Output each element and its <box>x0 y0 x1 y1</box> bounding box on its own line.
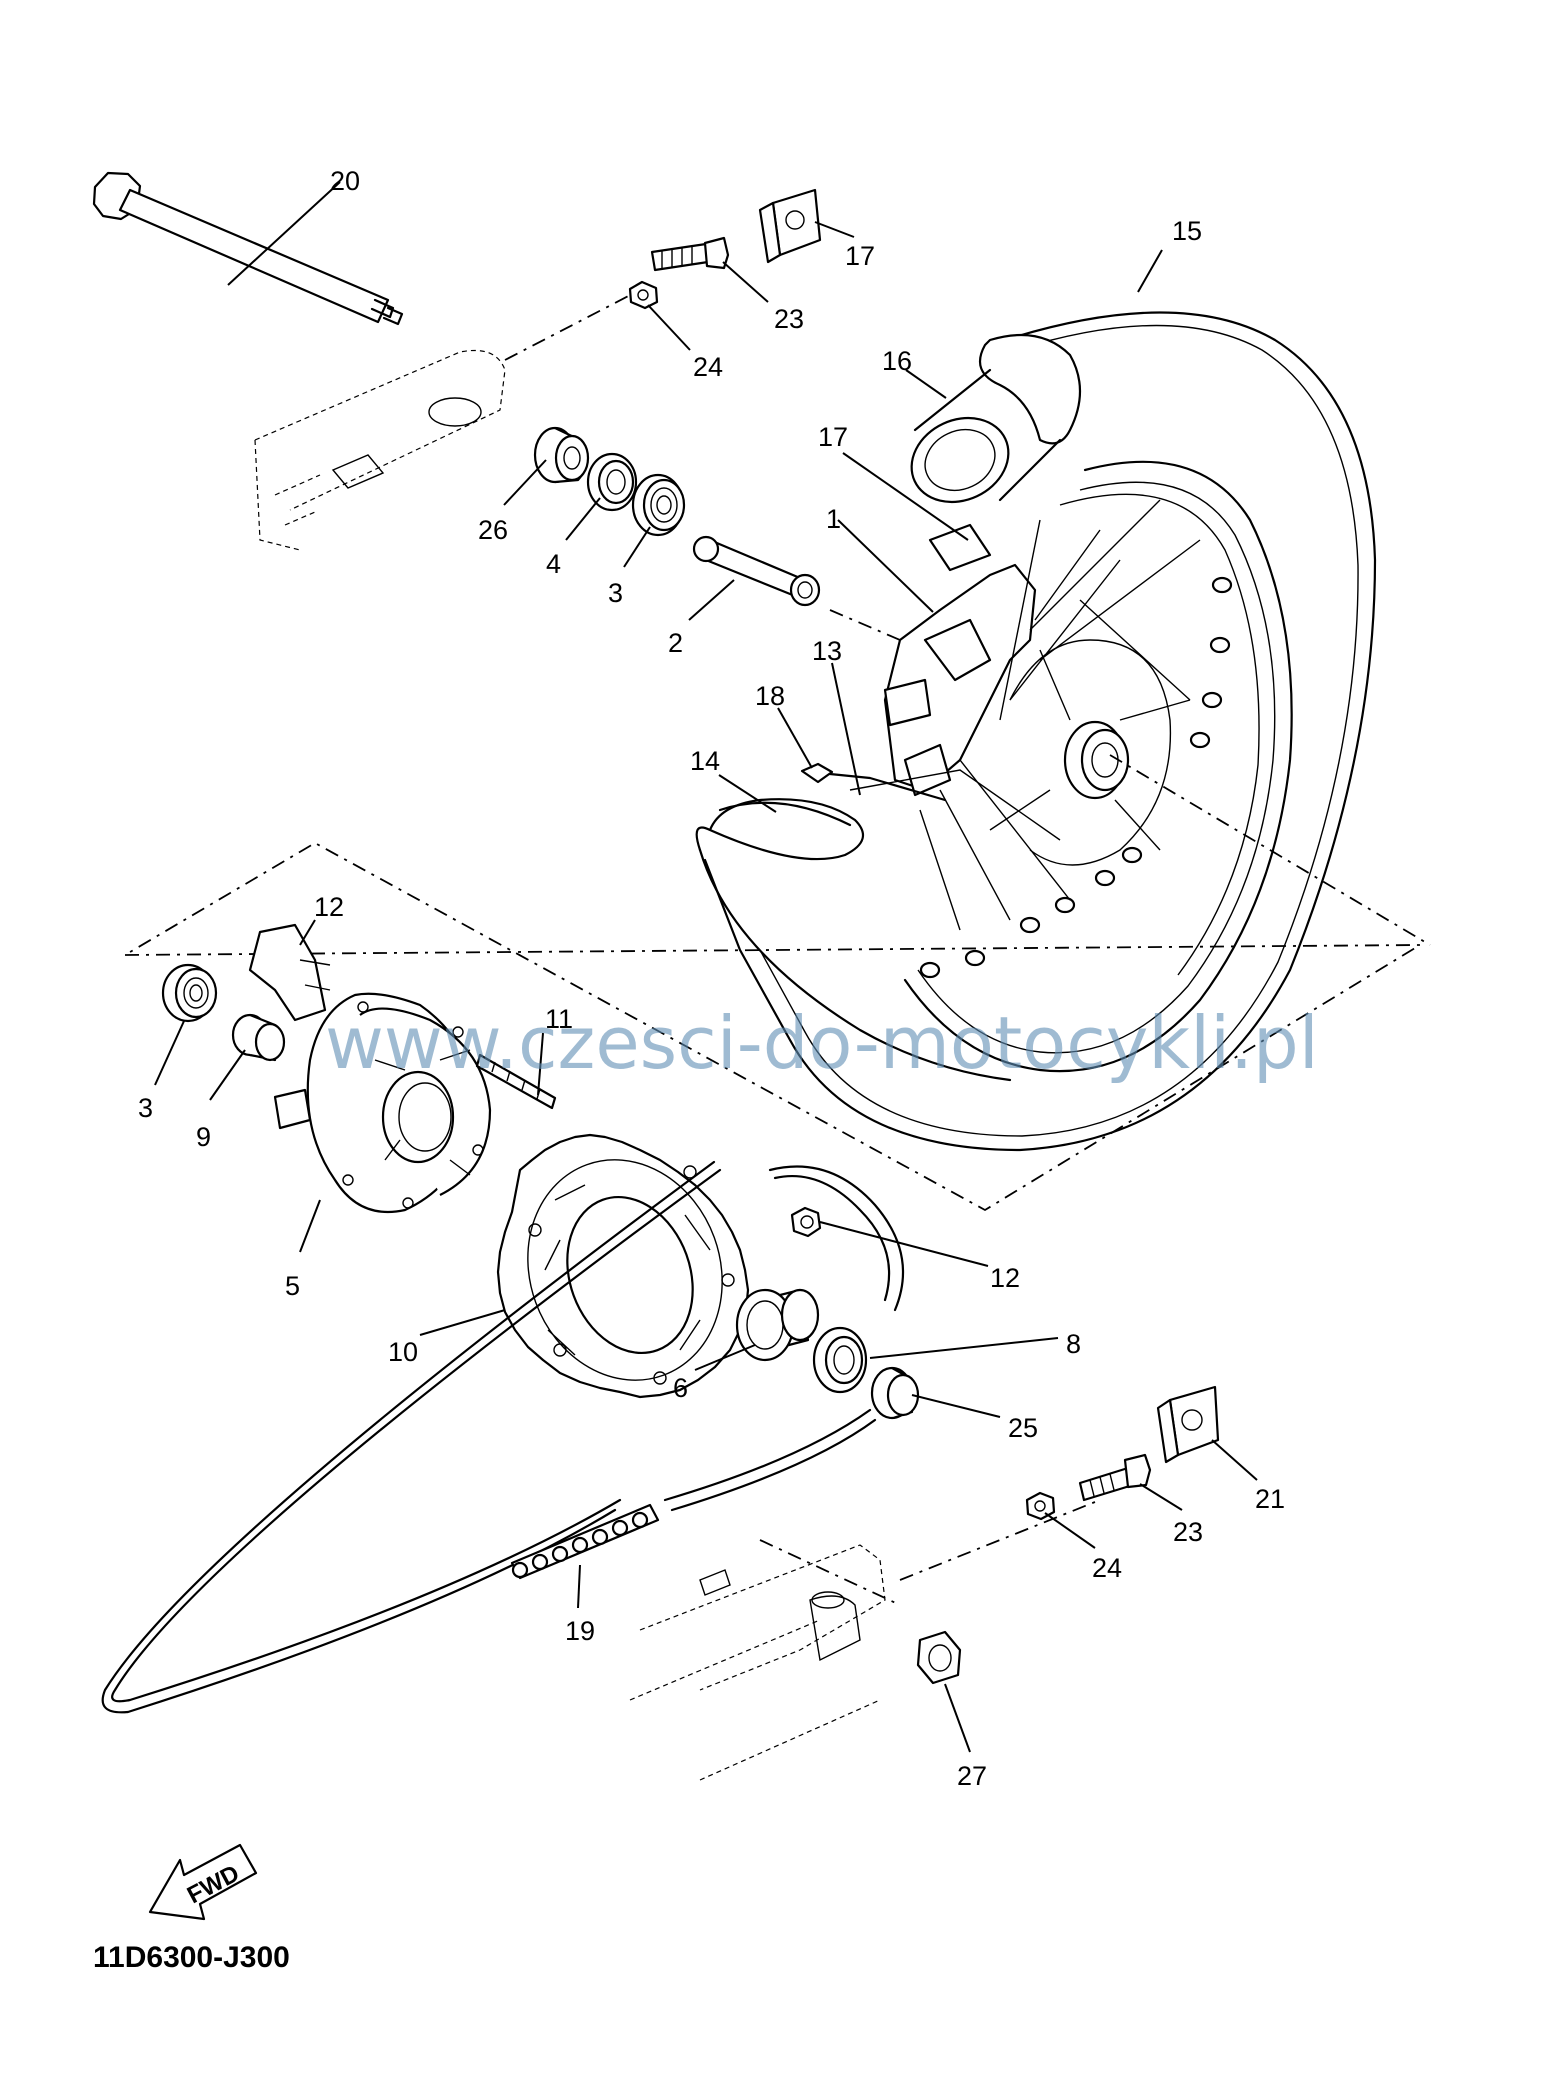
chain-adjuster-plate-left <box>1156 1385 1220 1464</box>
axis-line <box>899 1499 1101 1581</box>
rim-band <box>910 333 1082 504</box>
spokes <box>919 499 1201 931</box>
stud-bolt <box>475 1053 557 1110</box>
callout-10: 10 <box>388 1337 418 1367</box>
drive-chain <box>101 1160 905 1714</box>
callout-3-upper: 3 <box>608 578 623 608</box>
callout-14: 14 <box>690 746 720 776</box>
locknut-left <box>1025 1491 1056 1521</box>
collar <box>533 426 590 484</box>
bearing-lower <box>161 963 218 1023</box>
collar-sprocket-side <box>870 1366 920 1420</box>
sprocket-nut <box>790 1206 822 1238</box>
callout-9: 11 <box>545 1004 573 1034</box>
callout-2: 2 <box>668 628 683 658</box>
spoke-set <box>849 769 1061 841</box>
sprocket-hub <box>273 992 492 1214</box>
group-outline <box>121 841 1424 1212</box>
callout-8: 8 <box>1066 1329 1081 1359</box>
callout-4: 4 <box>546 549 561 579</box>
chain-joint <box>510 1503 660 1580</box>
callout-3-lower: 3 <box>138 1093 153 1123</box>
callout-12: 12 <box>314 892 344 922</box>
tire-flap <box>928 523 992 572</box>
adjusting-bolt-left <box>1078 1453 1152 1502</box>
valve-cap <box>800 762 947 802</box>
tire <box>703 311 1377 1152</box>
axis-line <box>829 609 901 641</box>
callout-17: 17 <box>818 422 848 452</box>
callout-21: 21 <box>1255 1484 1285 1514</box>
callout-20: 20 <box>330 166 360 196</box>
callout-numbers: 20 17 23 24 15 16 17 1 26 4 3 2 13 18 14… <box>138 166 1285 1791</box>
callout-19: 19 <box>565 1616 595 1646</box>
callout-11: 12 <box>990 1263 1020 1293</box>
swingarm-right <box>629 1544 886 1781</box>
forward-direction-arrow: FWD <box>148 1843 258 1921</box>
callout-23-lower: 23 <box>1173 1517 1203 1547</box>
clutch-collar <box>231 1013 286 1062</box>
rear-sprocket <box>496 1133 750 1399</box>
axle-nut <box>916 1630 962 1685</box>
callout-23-upper: 23 <box>774 304 804 334</box>
spacer <box>692 535 821 607</box>
document-code: 11D6300-J300 <box>93 1941 290 1974</box>
callout-6: 6 <box>673 1373 688 1403</box>
callout-16: 16 <box>882 346 912 376</box>
oil-seal-sprocket-side <box>812 1326 868 1394</box>
oil-seal <box>586 452 638 512</box>
callout-1: 1 <box>826 504 841 534</box>
chain-adjuster-plate-right <box>758 188 822 264</box>
damper <box>248 923 331 1022</box>
axis-line <box>1109 754 1431 946</box>
callout-5: 5 <box>285 1271 300 1301</box>
callout-24-upper: 24 <box>693 352 723 382</box>
axis-line <box>504 289 641 361</box>
callout-27: 27 <box>957 1761 987 1791</box>
callout-15: 15 <box>1172 216 1202 246</box>
callout-26: 26 <box>478 515 508 545</box>
adjusting-bolt-right <box>650 236 730 272</box>
watermark: www.czesci-do-motocykli.pl <box>325 1001 1319 1085</box>
callout-7: 9 <box>196 1122 211 1152</box>
callout-13: 13 <box>812 636 842 666</box>
callout-24-lower: 24 <box>1092 1553 1122 1583</box>
callout-18: 18 <box>755 681 785 711</box>
leader-lines <box>154 181 1258 1753</box>
axis-line <box>759 1539 901 1606</box>
callout-22: 17 <box>845 241 875 271</box>
locknut-right <box>628 280 659 310</box>
swingarm-left <box>254 349 506 551</box>
callout-25: 25 <box>1008 1413 1038 1443</box>
rear-axle <box>92 171 404 326</box>
bearing-upper <box>631 473 686 537</box>
rim-spoke-nipples <box>919 576 1233 979</box>
bearing-sprocket-side <box>735 1288 820 1362</box>
